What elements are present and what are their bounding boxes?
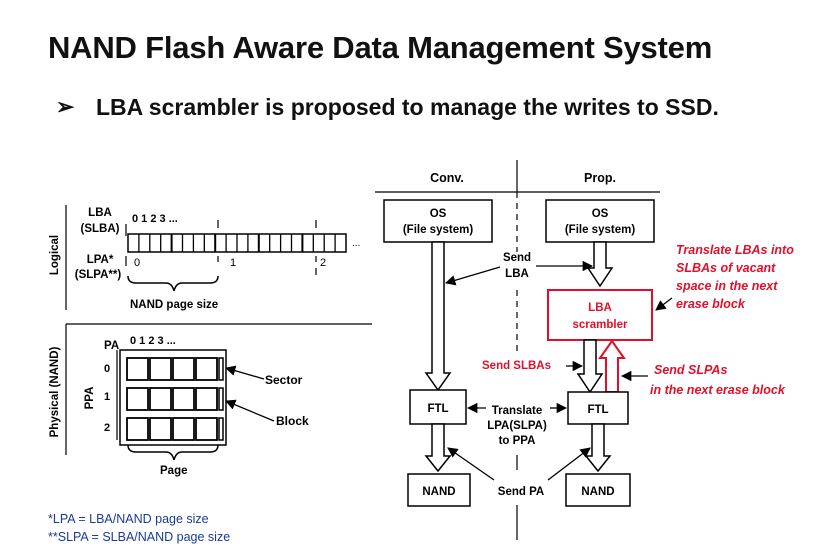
sector-cell [149, 417, 172, 441]
note-translate-line-4: erase block [676, 297, 746, 311]
sector-cell [126, 357, 149, 381]
prop-os-box: OS (File system) [545, 199, 655, 243]
note-send-slpas: Send SLPAs in the next erase block [650, 363, 786, 397]
send-lba-label-line2: LBA [505, 268, 529, 280]
sector-cell [195, 357, 218, 381]
pa-tick-labels: 0 1 2 3 ... [130, 335, 176, 347]
slba-label: (SLBA) [81, 223, 120, 235]
arrow-bullet-icon: ➢ [56, 94, 75, 119]
prop-arrow-ftl-nand [584, 423, 612, 473]
note-translate-line-3: space in the next [676, 279, 778, 293]
page-size-brace [127, 275, 219, 292]
prop-nand-box: NAND [565, 473, 631, 507]
footnote-lpa: *LPA = LBA/NAND page size [48, 512, 209, 526]
footnote-slpa: **SLPA = SLBA/NAND page size [48, 530, 231, 544]
lpa-index-0: 0 [134, 257, 140, 269]
prop-arrow-ftl-scrambler-red [598, 339, 626, 393]
prop-arrow-scrambler-ftl [576, 339, 604, 394]
prop-os-sublabel: (File system) [565, 224, 635, 236]
conv-nand-box: NAND [407, 473, 471, 507]
prop-ftl-box: FTL [567, 391, 629, 425]
prop-nand-label: NAND [581, 486, 614, 498]
send-lba-label-line1: Send [503, 252, 531, 264]
note-send-slpas-line-2: in the next erase block [650, 383, 786, 397]
right-panel: Conv. Prop. OS (File system) FTL NAND OS… [375, 160, 794, 540]
send-pa-label: Send PA [498, 486, 544, 498]
physical-label: Physical (NAND) [49, 346, 61, 437]
conv-nand-label: NAND [422, 486, 455, 498]
sector-label: Sector [265, 373, 303, 387]
translate-label-line3: to PPA [499, 435, 536, 447]
lpa-label: LPA* [87, 254, 114, 266]
block-label: Block [276, 414, 309, 428]
sector-cell [195, 417, 218, 441]
note-translate: Translate LBAs into SLBAs of vacant spac… [676, 243, 794, 311]
logical-label: Logical [49, 235, 61, 275]
send-slbas-label: Send SLBAs [482, 360, 551, 372]
sector-cell [126, 417, 149, 441]
lpa-index-1: 1 [230, 257, 236, 269]
conv-header: Conv. [430, 171, 464, 185]
sector-cell-partial [218, 417, 224, 441]
sector-cell [126, 387, 149, 411]
pa-label: PA [104, 340, 119, 352]
note-translate-line-2: SLBAs of vacant [676, 261, 776, 275]
page-label: Page [160, 465, 188, 477]
note-send-slpas-line-1: Send SLPAs [654, 363, 727, 377]
scrambler-label-line1: LBA [588, 302, 612, 314]
prop-ftl-label: FTL [587, 404, 608, 416]
strip-ellipsis: ... [352, 238, 360, 249]
block-index-2: 2 [104, 422, 110, 434]
scrambler-label-line2: scrambler [573, 319, 629, 331]
lba-cell-strip [127, 233, 347, 253]
lba-scrambler-box: LBA scrambler [547, 289, 653, 341]
conv-os-label: OS [430, 208, 447, 220]
sector-cell [195, 387, 218, 411]
prop-os-label: OS [592, 208, 609, 220]
slide-title: NAND Flash Aware Data Management System [48, 30, 713, 65]
translate-label-line1: Translate [492, 405, 543, 417]
left-panel: Logical Physical (NAND) LBA (SLBA) 0 1 2… [49, 205, 372, 477]
page-brace [127, 444, 219, 461]
prop-header: Prop. [584, 171, 616, 185]
nand-block-grid [119, 349, 227, 446]
block-index-1: 1 [104, 391, 110, 403]
sector-cell-partial [218, 357, 224, 381]
sector-cell-partial [218, 387, 224, 411]
conv-ftl-box: FTL [409, 389, 467, 425]
block-index-0: 0 [104, 363, 110, 375]
slpa-label: (SLPA**) [75, 269, 122, 281]
sector-cell [172, 387, 195, 411]
conv-os-box: OS (File system) [383, 199, 493, 243]
note-translate-line-1: Translate LBAs into [676, 243, 794, 257]
bullet-text: LBA scrambler is proposed to manage the … [96, 94, 719, 120]
conv-os-sublabel: (File system) [403, 224, 473, 236]
lpa-index-2: 2 [320, 257, 326, 269]
conv-arrow-os-ftl [424, 241, 452, 392]
sector-cell [172, 417, 195, 441]
conv-ftl-label: FTL [427, 403, 448, 415]
sector-cell [172, 357, 195, 381]
ppa-label: PPA [84, 387, 96, 410]
sector-cell [149, 387, 172, 411]
translate-label-line2: LPA(SLPA) [487, 420, 547, 432]
sector-cell [149, 357, 172, 381]
prop-arrow-os-scrambler [586, 241, 614, 288]
page-size-label: NAND page size [130, 299, 218, 311]
lba-tick-labels: 0 1 2 3 ... [132, 213, 178, 225]
conv-arrow-ftl-nand [424, 423, 452, 473]
lba-label: LBA [88, 207, 112, 219]
